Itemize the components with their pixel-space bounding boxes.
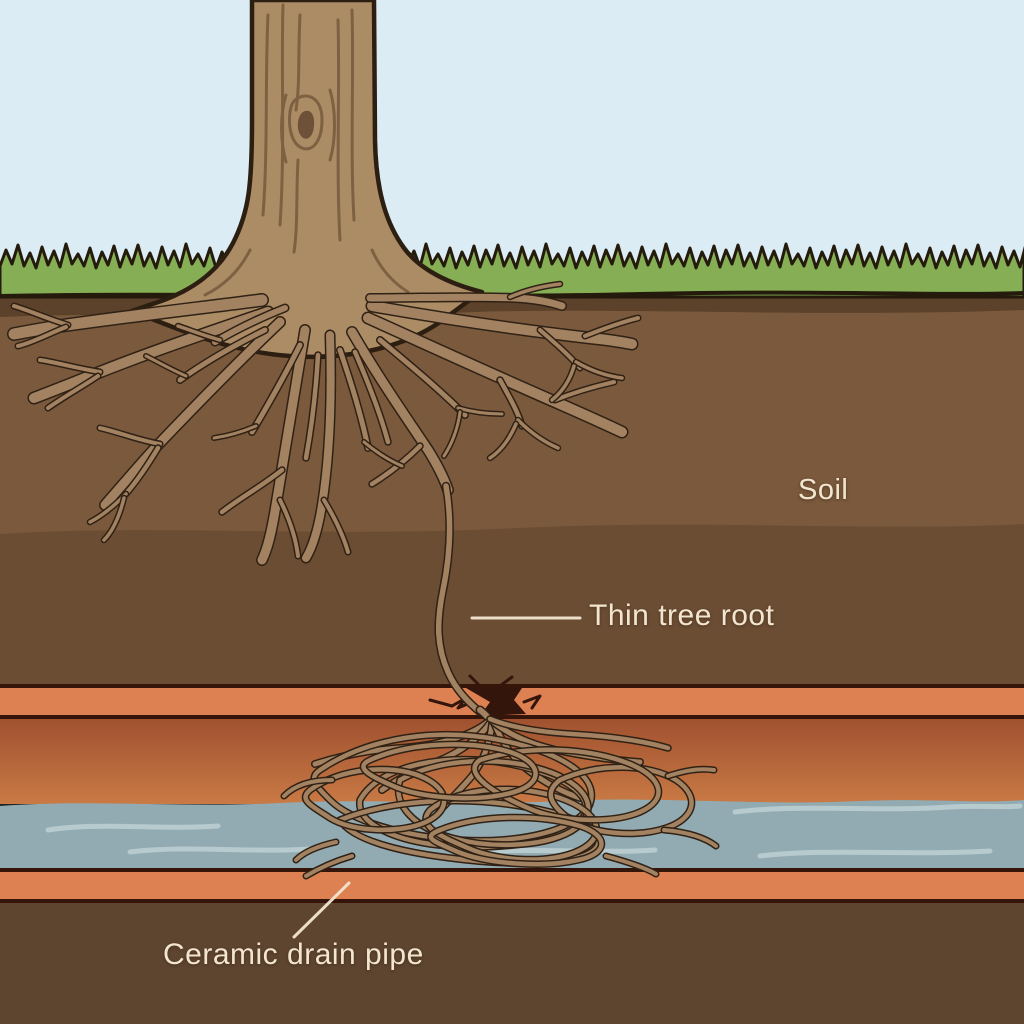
ceramic-drain-pipe-label: Ceramic drain pipe (163, 938, 424, 971)
thin-tree-root-label: Thin tree root (589, 599, 775, 632)
soil-label: Soil (798, 474, 849, 506)
root-tangle (280, 715, 720, 880)
soil-lower-layer (0, 524, 1024, 692)
pipe-wall-bottom (0, 872, 1024, 899)
soil-below-pipe (0, 903, 1024, 1024)
trunk-knot (297, 110, 315, 139)
pipe-leader-line (292, 881, 351, 939)
root-system (7, 280, 642, 566)
pipe-crack (428, 674, 542, 716)
